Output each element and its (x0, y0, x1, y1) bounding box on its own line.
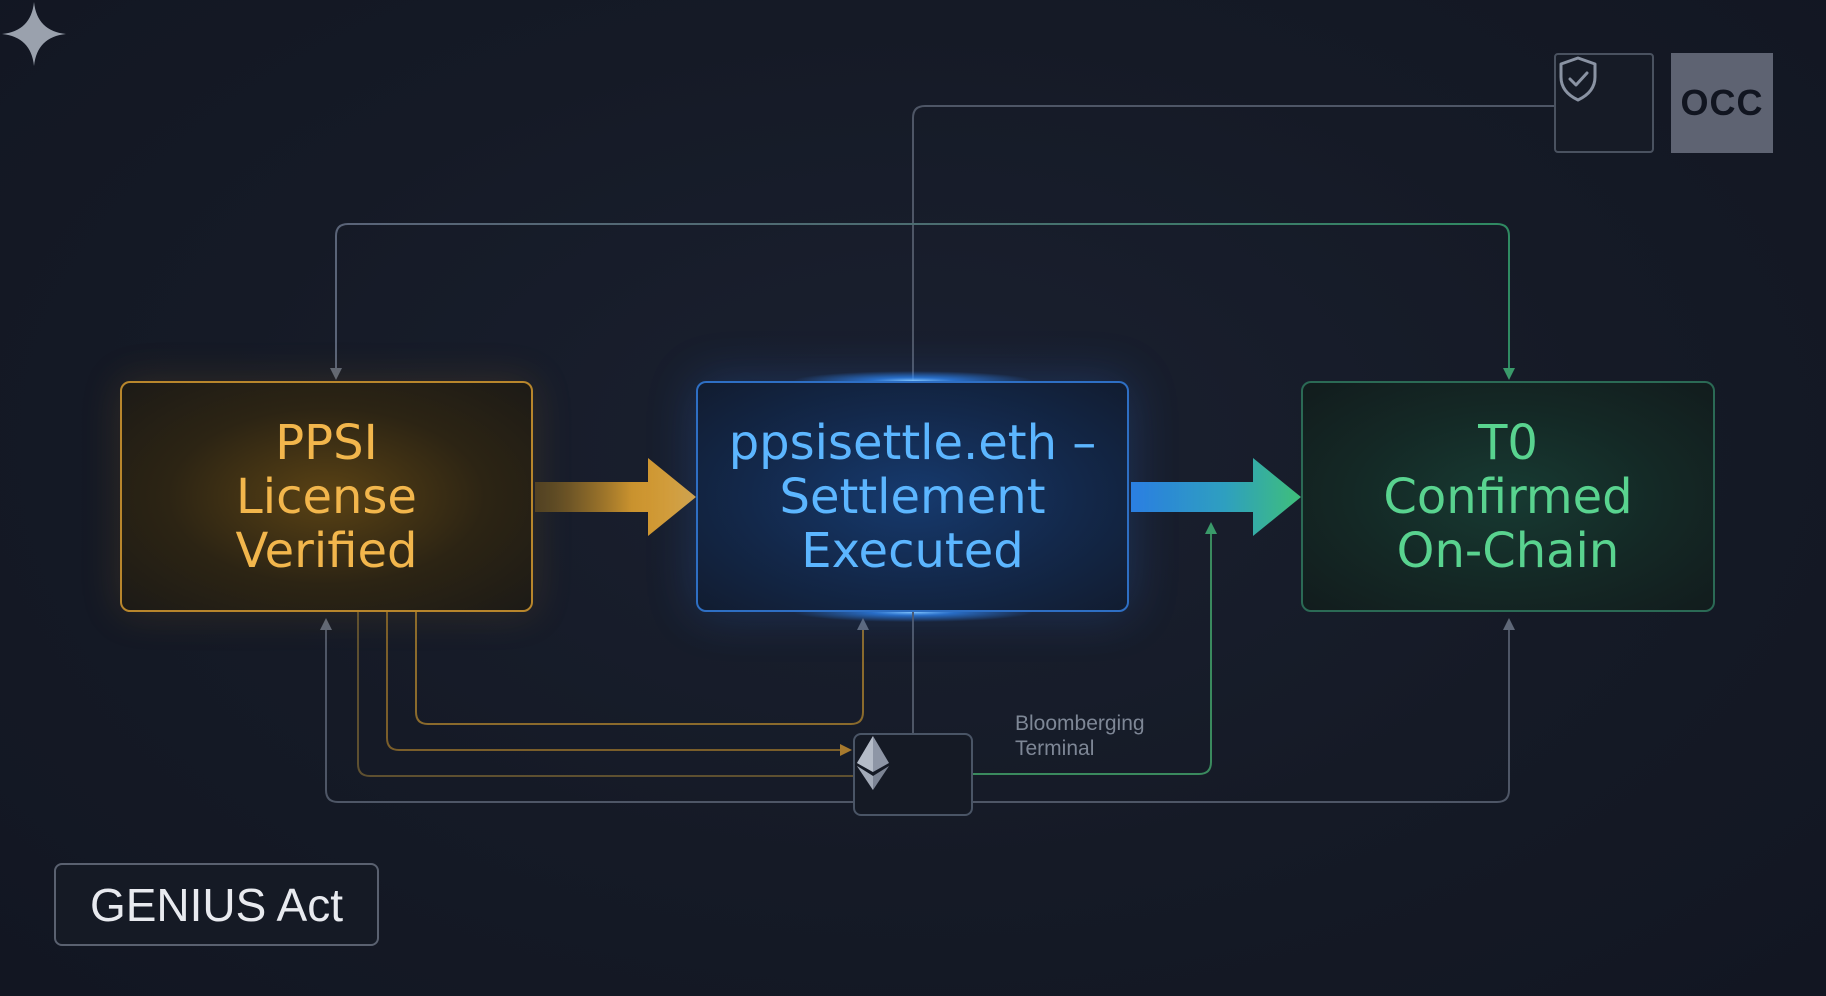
line-ppsi-amber-3 (357, 612, 853, 777)
node-settlement-line-2: Settlement (779, 468, 1046, 525)
node-t0-line-3: On-Chain (1396, 522, 1620, 579)
arrowhead-to-main-arrow (1205, 522, 1217, 534)
arrowhead-to-eth (840, 744, 852, 756)
bloomberg-line-2: Terminal (1015, 737, 1095, 760)
line-ppsi-amber-2 (386, 612, 845, 751)
arrowhead-to-t0 (1503, 368, 1515, 380)
node-t0-confirmed: T0 Confirmed On-Chain (1301, 381, 1715, 612)
node-ppsi-line-2: License (236, 468, 417, 525)
node-settlement-line-1: ppsisettle.eth – (728, 414, 1097, 471)
node-ppsi-label: PPSI License Verified (236, 416, 418, 578)
occ-badge: OCC (1671, 53, 1773, 153)
node-settlement-label: ppsisettle.eth – Settlement Executed (729, 416, 1097, 578)
shield-check-icon (1559, 56, 1597, 102)
node-ppsi-line-3: Verified (235, 522, 418, 579)
node-ppsi-license: PPSI License Verified (120, 381, 533, 612)
arrowhead-to-ppsi-bottom (320, 618, 332, 630)
bloomberg-line-1: Bloomberging (1015, 712, 1145, 735)
arrowhead-to-ppsi (330, 368, 342, 380)
node-settlement: ppsisettle.eth – Settlement Executed (696, 381, 1129, 612)
arrow-ppsi-to-settlement (535, 458, 696, 536)
arrowhead-to-settlement (857, 618, 869, 630)
genius-act-badge: GENIUS Act (54, 863, 379, 946)
arrowhead-to-t0-bottom (1503, 618, 1515, 630)
line-ppsi-amber-1 (415, 612, 864, 725)
node-t0-label: T0 Confirmed On-Chain (1383, 416, 1632, 578)
node-t0-line-1: T0 (1478, 414, 1538, 471)
sparkle-icon (2, 2, 66, 66)
node-settlement-line-3: Executed (801, 522, 1024, 579)
arrow-settlement-to-t0 (1131, 458, 1301, 536)
line-settlement-to-occ (912, 105, 1554, 381)
shield-badge (1554, 53, 1654, 153)
node-t0-line-2: Confirmed (1383, 468, 1633, 525)
line-top-bracket (335, 223, 1510, 376)
ethereum-node (853, 733, 973, 816)
node-ppsi-line-1: PPSI (275, 414, 378, 471)
ethereum-icon (857, 736, 889, 790)
bloomberg-terminal-label: Bloomberging Terminal (1015, 711, 1145, 761)
line-eth-to-arrow-green (973, 526, 1212, 775)
